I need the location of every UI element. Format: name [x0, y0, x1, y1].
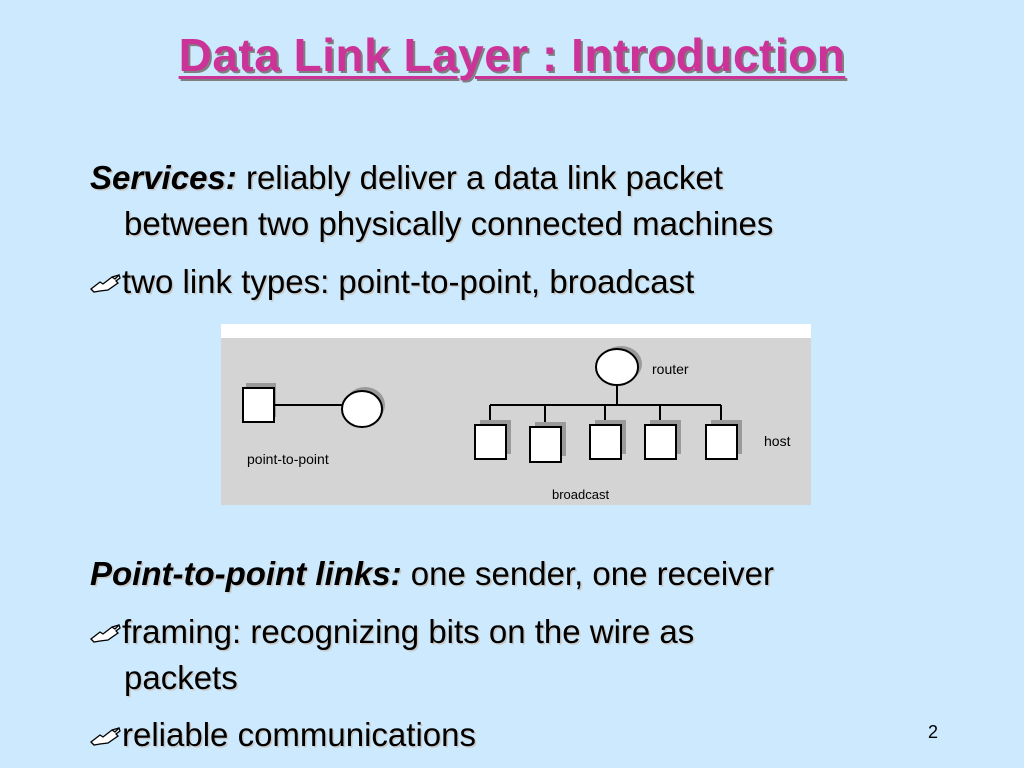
label-host: host: [764, 433, 791, 449]
slide-title: Data Link Layer : Introduction: [178, 29, 846, 81]
bullet-link-types: two link types: point-to-point, broadcas…: [88, 258, 694, 305]
ptp-paragraph: Point-to-point links: one sender, one re…: [90, 550, 774, 597]
host-node-2: [529, 426, 562, 463]
host-node-4: [644, 424, 677, 460]
label-broadcast: broadcast: [552, 487, 609, 502]
router-node: [595, 348, 639, 386]
bullet-link-types-text: two link types: point-to-point, broadcas…: [122, 263, 695, 300]
bullet-framing-text-line1: framing: recognizing bits on the wire as: [122, 613, 695, 650]
bullet-reliable-text: reliable communications: [122, 716, 476, 753]
ptp-label: Point-to-point links:: [90, 555, 402, 592]
host-node-3: [589, 424, 622, 460]
page-number: 2: [927, 722, 938, 742]
ptp-node-circle: [341, 390, 383, 428]
label-router: router: [652, 361, 689, 377]
host-node-5: [705, 424, 738, 460]
network-diagram: point-to-point router host: [221, 324, 811, 505]
hand-pointing-icon: [90, 623, 121, 643]
services-paragraph-line1: Services: reliably deliver a data link p…: [90, 154, 723, 201]
bullet-reliable: reliable communications: [88, 711, 476, 758]
ptp-node-square: [242, 387, 275, 423]
services-label: Services:: [90, 159, 237, 196]
hand-pointing-icon: [90, 726, 121, 746]
services-text-line1: reliably deliver a data link packet: [236, 159, 723, 196]
ptp-text: one sender, one receiver: [401, 555, 775, 592]
bullet-framing-text-line2: packets: [124, 659, 238, 696]
hand-pointing-icon: [90, 273, 121, 293]
services-text-line2: between two physically connected machine…: [124, 205, 774, 242]
label-point-to-point: point-to-point: [247, 451, 329, 467]
host-node-1: [474, 424, 507, 460]
bullet-framing: framing: recognizing bits on the wire as: [88, 608, 694, 655]
